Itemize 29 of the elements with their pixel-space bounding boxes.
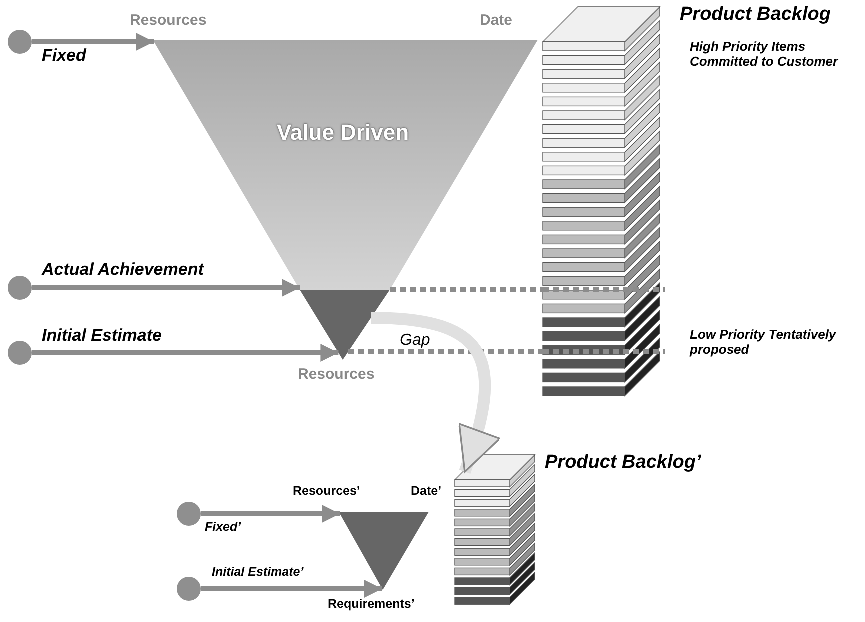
start-circle xyxy=(8,30,32,54)
start-circle xyxy=(8,341,32,365)
edge-label: Initial Estimate xyxy=(42,326,162,346)
start-circle xyxy=(8,276,32,300)
arrow xyxy=(32,279,300,297)
arrow xyxy=(32,344,339,362)
side-label: Resources xyxy=(130,12,207,30)
edge-label: Gap xyxy=(400,332,430,350)
arrow xyxy=(32,33,154,51)
dotted-line xyxy=(348,350,543,354)
start-circle xyxy=(177,577,201,601)
edge-label: Fixed’ xyxy=(205,520,242,534)
backlog-heading: Product Backlog xyxy=(680,4,831,26)
priority-note: Low Priority Tentatively proposed xyxy=(690,328,838,358)
side-label: Resources xyxy=(298,366,375,384)
dotted-line xyxy=(390,288,543,292)
funnel-label: Value Driven xyxy=(276,120,410,146)
arrow xyxy=(201,505,340,523)
arrow xyxy=(201,580,382,598)
priority-note: High Priority Items Committed to Customer xyxy=(690,40,840,70)
backlog-heading: Product Backlog’ xyxy=(545,452,702,474)
side-label: Resources’ xyxy=(293,484,360,498)
edge-label: Actual Achievement xyxy=(42,260,204,280)
side-label: Date’ xyxy=(411,484,442,498)
side-label: Date xyxy=(480,12,513,30)
side-label: Requirements’ xyxy=(328,597,415,612)
start-circle xyxy=(177,502,201,526)
edge-label: Initial Estimate’ xyxy=(212,565,304,580)
edge-label: Fixed xyxy=(42,46,86,66)
